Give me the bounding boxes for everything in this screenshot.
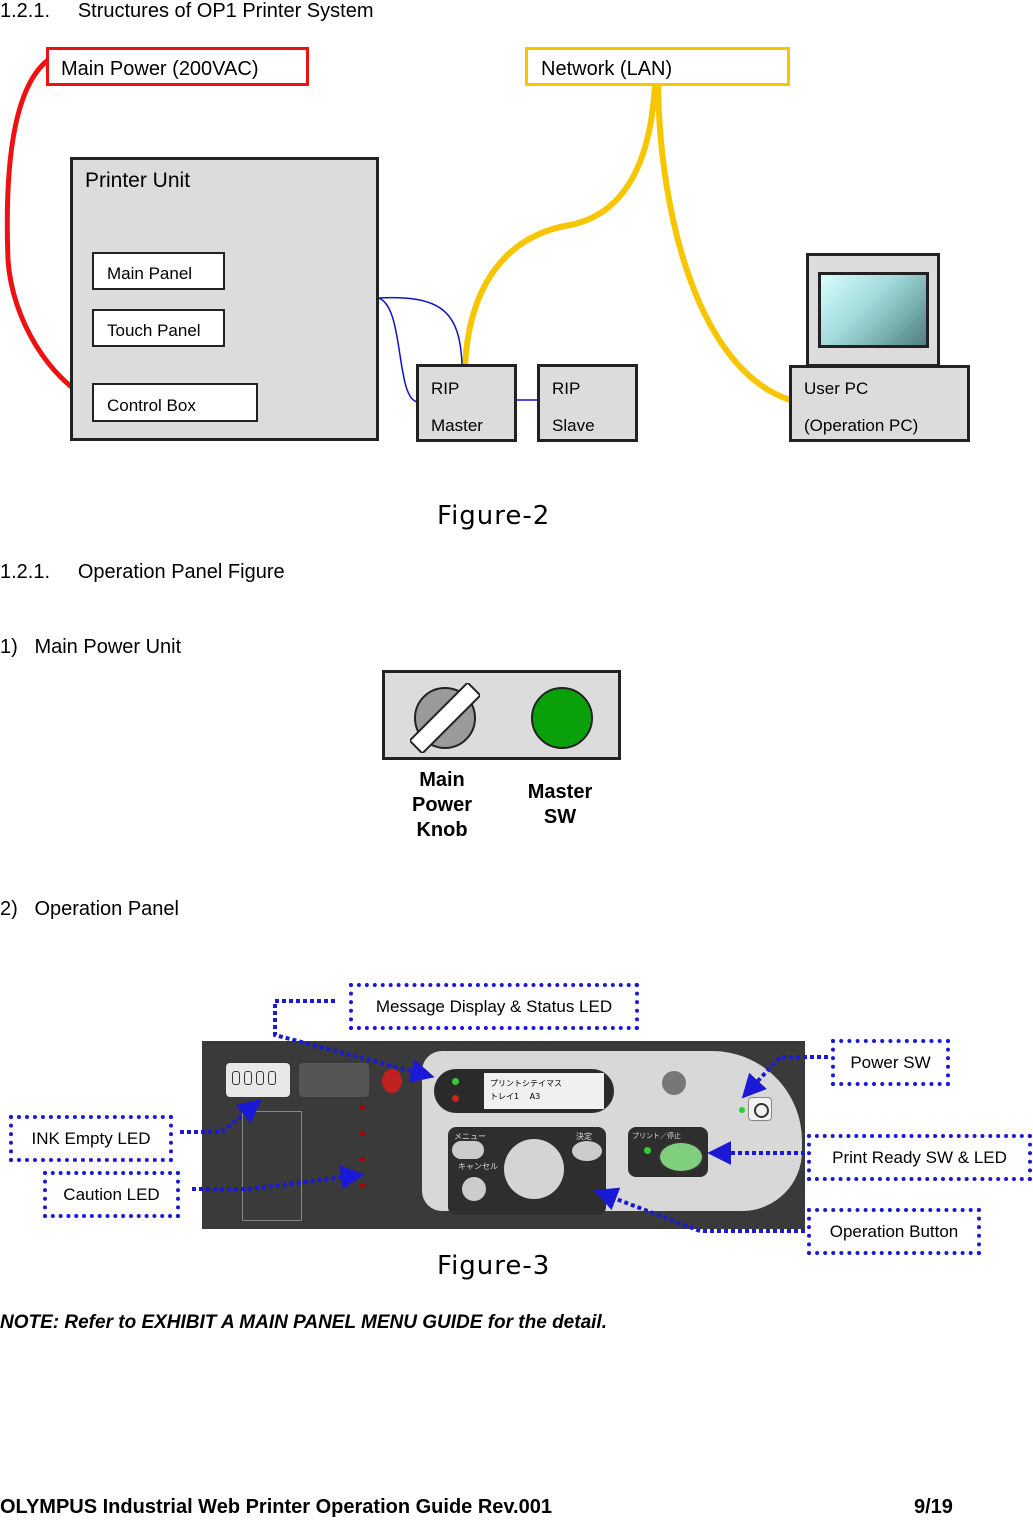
link-cable-bottom [377, 297, 419, 403]
leader-ink-empty [180, 1098, 262, 1134]
callout-print-ready: Print Ready SW & LED [807, 1134, 1032, 1181]
figure-2-caption: Figure-2 [437, 501, 551, 531]
display-bezel: プリントシテイマス トレイ1 A3 [434, 1069, 614, 1113]
note-text: NOTE: Refer to EXHIBIT A MAIN PANEL MENU… [0, 1312, 607, 1333]
rip-master-label-1: RIP [431, 379, 460, 398]
control-box-box: Control Box [92, 383, 258, 422]
power-led [739, 1107, 745, 1113]
info-icon [382, 1069, 402, 1093]
menu-label: メニュー [454, 1132, 486, 1141]
callout-ink-empty-led: INK Empty LED [9, 1115, 173, 1162]
control-box-label: Control Box [107, 396, 196, 415]
footer-page-number: 9/19 [914, 1496, 953, 1518]
operation-panel-photo: プリントシテイマス トレイ1 A3 メニュー キャンセル 決定 プリント／停止 [202, 1041, 805, 1229]
master-sw-label: Master SW [515, 780, 605, 830]
main-panel-label: Main Panel [107, 264, 193, 283]
master-switch-icon [531, 687, 593, 749]
print-ready-button[interactable] [658, 1141, 704, 1173]
power-cable [4, 58, 94, 403]
rip-slave-box: RIP Slave [537, 364, 638, 442]
lcd-display: プリントシテイマス トレイ1 A3 [484, 1073, 604, 1109]
main-panel-box: Main Panel [92, 252, 225, 290]
user-pc-label-1: User PC [804, 379, 869, 398]
network-label: Network (LAN) [541, 58, 673, 80]
touch-panel-label: Touch Panel [107, 321, 201, 340]
operation-button-area: メニュー キャンセル 決定 [448, 1127, 606, 1215]
lcd-line-2: トレイ1 A3 [490, 1092, 541, 1101]
link-cable-top [377, 296, 463, 366]
ink-led-cluster [226, 1063, 290, 1097]
rip-master-box: RIP Master [416, 364, 517, 442]
callout-leaders [180, 999, 828, 1233]
main-power-knob-label: Main Power Knob [402, 768, 482, 843]
subheading-operation-panel: 2) Operation Panel [0, 898, 179, 920]
main-power-knob-icon [410, 683, 480, 753]
set-label: 決定 [576, 1132, 592, 1141]
printer-diagram-graphic [242, 1111, 302, 1221]
keylock-icon [662, 1071, 686, 1095]
figure-3-caption: Figure-3 [437, 1251, 551, 1281]
monitor-icon [806, 253, 940, 367]
section-heading-operation: 1.2.1. Operation Panel Figure [0, 561, 285, 583]
callout-operation-button: Operation Button [807, 1208, 981, 1255]
ink-led-cluster-2 [299, 1063, 369, 1097]
rip-slave-label-2: Slave [552, 416, 595, 435]
callout-power-sw: Power SW [831, 1039, 950, 1086]
user-pc-box: User PC (Operation PC) [789, 365, 970, 442]
rip-slave-label-1: RIP [552, 379, 581, 398]
print-ready-led [644, 1147, 651, 1154]
subheading-main-power-unit: 1) Main Power Unit [0, 636, 182, 658]
set-button[interactable] [572, 1141, 602, 1161]
callout-caution-led: Caution LED [43, 1171, 180, 1218]
cancel-label: キャンセル [458, 1162, 498, 1171]
user-pc-label-2: (Operation PC) [804, 416, 919, 435]
print-label: プリント／停止 [632, 1132, 681, 1140]
cancel-button[interactable] [462, 1177, 486, 1201]
leader-message-display [273, 999, 435, 1083]
sw-label-line-2: SW [543, 806, 577, 828]
figure-2-cables [4, 58, 791, 403]
leader-caution [192, 1165, 365, 1191]
printer-unit-label: Printer Unit [85, 169, 191, 192]
print-ready-area: プリント／停止 [628, 1127, 708, 1177]
network-box: Network (LAN) [525, 47, 790, 86]
section-heading-structures: 1.2.1. Structures of OP1 Printer System [0, 0, 374, 22]
leader-operation-button [593, 1187, 805, 1233]
leader-power-sw [741, 1055, 828, 1099]
monitor-screen [818, 272, 929, 348]
knob-label-line-1: Main [419, 769, 465, 791]
main-power-box: Main Power (200VAC) [46, 47, 309, 86]
lan-cable-pc [655, 84, 791, 403]
menu-button[interactable] [452, 1141, 484, 1159]
lcd-line-1: プリントシテイマス [490, 1079, 562, 1088]
direction-pad[interactable] [504, 1139, 564, 1199]
main-power-unit-panel [382, 670, 621, 760]
lan-cable-rip [462, 84, 658, 366]
main-power-label: Main Power (200VAC) [61, 58, 259, 80]
knob-label-line-2: Power [411, 794, 473, 816]
sw-label-line-1: Master [527, 781, 593, 803]
rip-master-label-2: Master [431, 416, 483, 435]
callout-message-display: Message Display & Status LED [349, 983, 639, 1030]
touch-panel-box: Touch Panel [92, 309, 225, 347]
footer-title: OLYMPUS Industrial Web Printer Operation… [0, 1496, 552, 1518]
knob-label-line-3: Knob [416, 819, 468, 841]
